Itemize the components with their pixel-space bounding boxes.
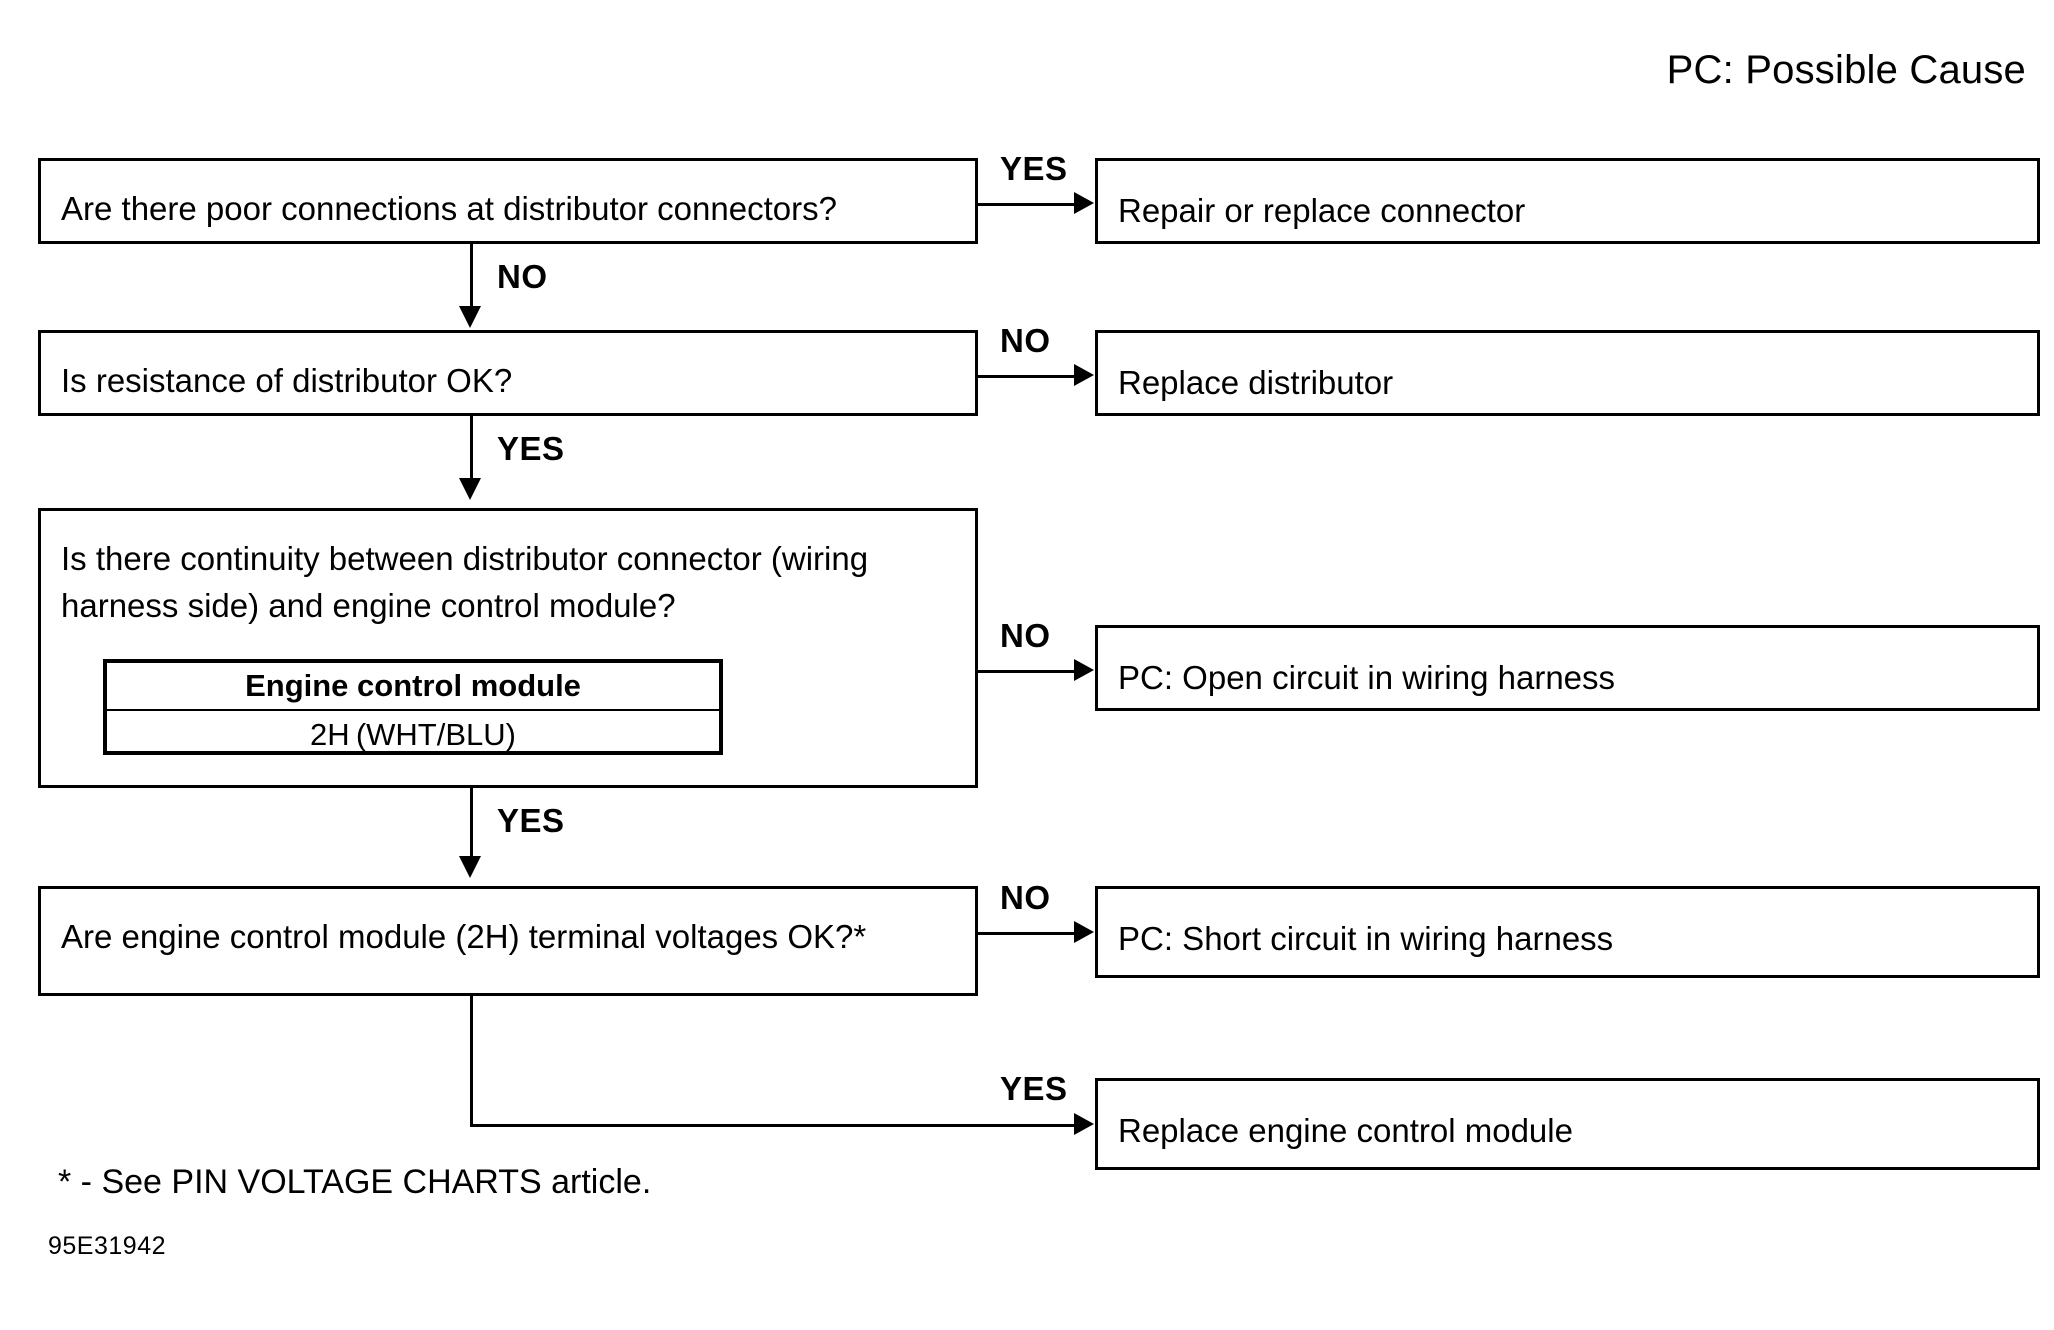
- question-box-poor-connections[interactable]: Are there poor connections at distributo…: [38, 158, 978, 244]
- question-text-terminal-voltages: Are engine control module (2H) terminal …: [61, 918, 867, 955]
- question-box-terminal-voltages[interactable]: Are engine control module (2H) terminal …: [38, 886, 978, 996]
- question-text-continuity: Is there continuity between distributor …: [61, 540, 869, 624]
- result-text-replace-distributor: Replace distributor: [1118, 364, 1394, 401]
- edge-arrow-q4-to-r5: [1074, 1113, 1094, 1135]
- legend-possible-cause: PC: Possible Cause: [1666, 48, 2026, 92]
- edge-label-no-q1: NO: [497, 258, 548, 295]
- question-box-distributor-resistance[interactable]: Is resistance of distributor OK?: [38, 330, 978, 416]
- result-box-repair-replace-connector[interactable]: Repair or replace connector: [1095, 158, 2040, 244]
- question-box-continuity[interactable]: Is there continuity between distributor …: [38, 508, 978, 788]
- question-text-poor-connections: Are there poor connections at distributo…: [61, 190, 837, 227]
- edge-line-q1-to-r1: [978, 203, 1075, 206]
- edge-arrow-q1-to-r1: [1074, 192, 1094, 214]
- edge-arrow-q3-to-q4: [459, 856, 481, 878]
- question-text-distributor-resistance: Is resistance of distributor OK?: [61, 362, 513, 399]
- edge-line-q4-to-r5-horizontal: [470, 1124, 1075, 1127]
- edge-label-no-q2: NO: [1000, 322, 1051, 359]
- edge-line-q3-to-r3: [978, 670, 1075, 673]
- edge-arrow-q3-to-r3: [1074, 659, 1094, 681]
- edge-line-q3-to-q4: [470, 788, 473, 858]
- result-box-open-circuit[interactable]: PC: Open circuit in wiring harness: [1095, 625, 2040, 711]
- result-box-replace-engine-control-module[interactable]: Replace engine control module: [1095, 1078, 2040, 1170]
- edge-label-no-q3: NO: [1000, 617, 1051, 654]
- result-text-short-circuit: PC: Short circuit in wiring harness: [1118, 920, 1614, 957]
- figure-id-label: 95E31942: [48, 1232, 167, 1260]
- result-text-replace-engine-control-module: Replace engine control module: [1118, 1112, 1573, 1149]
- edge-line-q4-to-r5-vertical: [470, 996, 473, 1126]
- edge-label-no-q4: NO: [1000, 879, 1051, 916]
- result-box-short-circuit[interactable]: PC: Short circuit in wiring harness: [1095, 886, 2040, 978]
- result-text-open-circuit: PC: Open circuit in wiring harness: [1118, 659, 1616, 696]
- edge-arrow-q2-to-r2: [1074, 364, 1094, 386]
- edge-line-q1-to-q2: [470, 244, 473, 308]
- edge-line-q2-to-q3: [470, 416, 473, 480]
- edge-label-yes-q4: YES: [1000, 1070, 1068, 1107]
- table-header-engine-control-module: Engine control module: [107, 663, 719, 711]
- edge-arrow-q4-to-r4: [1074, 921, 1094, 943]
- result-text-repair-replace-connector: Repair or replace connector: [1118, 192, 1526, 229]
- footnote-pin-voltage-charts: * - See PIN VOLTAGE CHARTS article.: [58, 1163, 652, 1201]
- result-box-replace-distributor[interactable]: Replace distributor: [1095, 330, 2040, 416]
- edge-arrow-q2-to-q3: [459, 478, 481, 500]
- edge-label-yes-q3: YES: [497, 802, 565, 839]
- edge-label-yes-q2: YES: [497, 430, 565, 467]
- edge-line-q2-to-r2: [978, 375, 1075, 378]
- engine-control-module-table: Engine control module 2H (WHT/BLU): [103, 659, 723, 755]
- edge-line-q4-to-r4: [978, 932, 1075, 935]
- edge-arrow-q1-to-q2: [459, 306, 481, 328]
- table-cell-terminal-wire-color: 2H (WHT/BLU): [310, 717, 516, 752]
- edge-label-yes-q1: YES: [1000, 150, 1068, 187]
